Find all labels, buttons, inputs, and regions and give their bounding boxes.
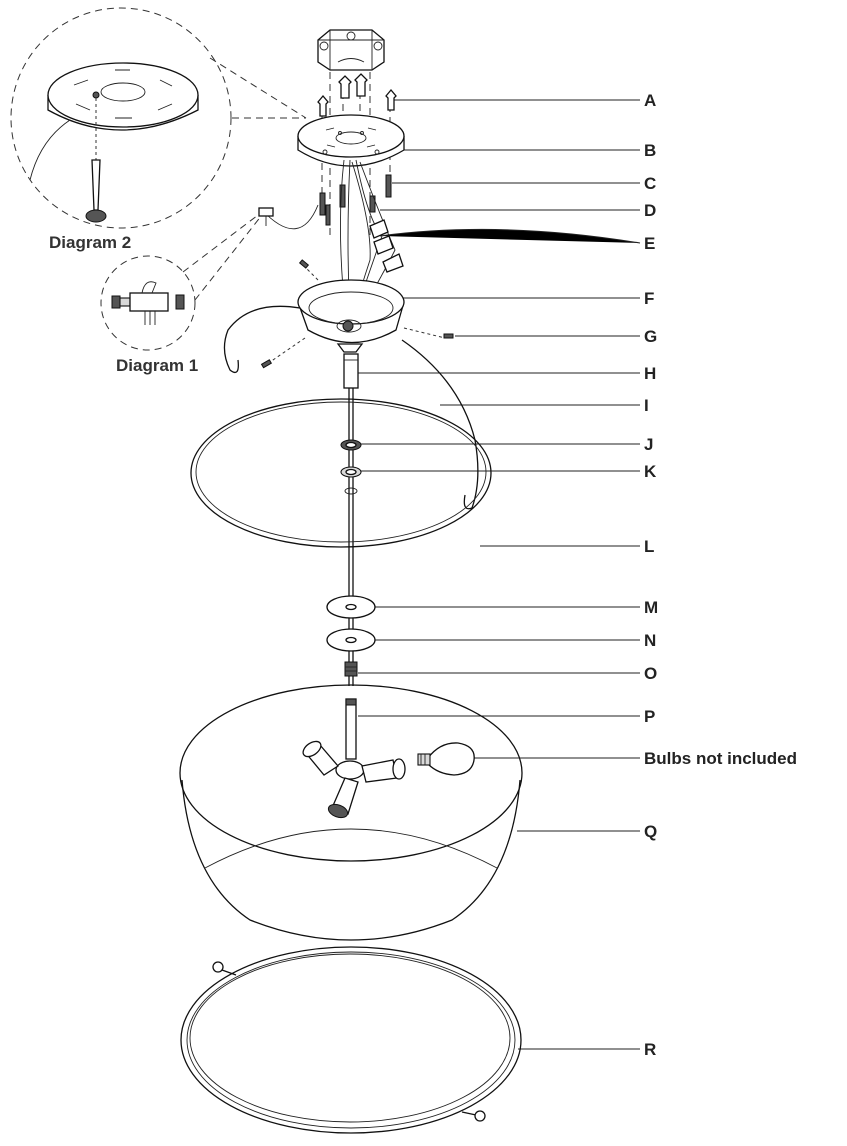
part-o-nut	[344, 661, 358, 677]
callout-r: R	[644, 1040, 656, 1059]
part-g-screws	[260, 259, 454, 369]
diagram-1-inset	[100, 207, 274, 351]
callout-h: H	[644, 364, 656, 383]
part-n-plate	[326, 628, 376, 652]
callout-m: M	[644, 598, 658, 617]
callout-j: J	[644, 435, 653, 454]
callout-l: L	[644, 537, 654, 556]
diagram-2-caption: Diagram 2	[49, 233, 131, 252]
callout-c: C	[644, 174, 656, 193]
part-c-screws	[319, 174, 392, 216]
callout-d: D	[644, 201, 656, 220]
callout-e: E	[644, 234, 655, 253]
part-j-washer	[340, 439, 362, 451]
callout-p: P	[644, 707, 655, 726]
part-d-screws	[325, 195, 376, 226]
callout-a: A	[644, 91, 656, 110]
part-b-mounting-plate	[297, 114, 405, 167]
part-m-plate	[326, 595, 376, 619]
part-f-canopy	[297, 279, 405, 353]
callout-bulbs-not-included: Bulbs not included	[644, 749, 797, 768]
part-r-ring	[180, 946, 522, 1134]
part-q-bowl	[179, 684, 523, 941]
callout-f: F	[644, 289, 654, 308]
part-p-stem	[345, 698, 357, 760]
callout-q: Q	[644, 822, 657, 841]
part-l-diffuser-disc	[190, 398, 492, 548]
part-h-coupler	[343, 353, 359, 389]
socket-cluster	[302, 740, 406, 819]
diagram-2-inset	[10, 7, 307, 229]
callout-leaders	[358, 99, 641, 1050]
part-a-bolts	[317, 73, 397, 117]
diagram-1-caption: Diagram 1	[116, 356, 198, 375]
bulb-icon	[417, 742, 475, 776]
callout-b: B	[644, 141, 656, 160]
part-k-washer	[340, 466, 362, 495]
callout-labels: A B C D E F G H I J K L M N O P Bulbs no…	[644, 91, 797, 1059]
callout-n: N	[644, 631, 656, 650]
callout-o: O	[644, 664, 657, 683]
junction-box	[317, 29, 385, 71]
callout-i: I	[644, 396, 649, 415]
callout-k: K	[644, 462, 657, 481]
part-e-wire-nuts	[369, 219, 404, 273]
callout-g: G	[644, 327, 657, 346]
